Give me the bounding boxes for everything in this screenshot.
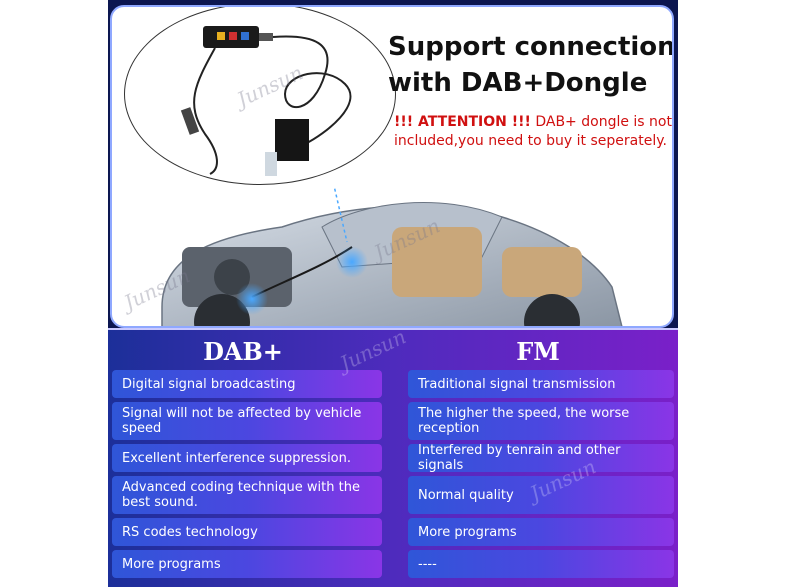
car-cutaway-image (161, 176, 623, 326)
watermark: Junsun (336, 324, 410, 376)
headline-line-1: Support connection (388, 32, 674, 62)
attention-warning: !!! ATTENTION !!! (394, 114, 531, 130)
product-panel: Junsun Support connection with DAB+Dongl… (110, 5, 674, 328)
headline-line-2: with DAB+Dongle (388, 68, 648, 98)
fm-feature-4: Normal quality (408, 476, 674, 514)
antenna-location-marker (236, 283, 268, 315)
fm-feature-5: More programs (408, 518, 674, 546)
antenna-pad (275, 119, 309, 161)
dongle-cable (272, 35, 352, 145)
headline: Support connection with DAB+Dongle (388, 29, 674, 101)
usb-plug (180, 107, 200, 135)
fm-column-title: FM (516, 337, 560, 366)
comparison-table: DAB+ FM Digital signal broadcasting Sign… (108, 324, 678, 587)
car-illustration: Junsun Junsun (120, 176, 672, 326)
dab-feature-1: Digital signal broadcasting (112, 370, 382, 398)
dab-dongle-illustration (180, 26, 352, 176)
seat (392, 227, 482, 297)
dab-feature-2: Signal will not be affected by vehicle s… (112, 402, 382, 440)
fm-feature-6: ---- (408, 550, 674, 578)
dab-column-title: DAB+ (203, 337, 283, 366)
fm-feature-1: Traditional signal transmission (408, 370, 674, 398)
dongle-bubble: Junsun (124, 7, 396, 185)
dab-feature-6: More programs (112, 550, 382, 578)
attention-message: DAB+ dongle is not included,you need to … (394, 114, 672, 149)
table-divider (108, 328, 678, 330)
tuner-location-marker (336, 246, 368, 278)
fm-feature-2: The higher the speed, the worse receptio… (408, 402, 674, 440)
dab-feature-4: Advanced coding technique with the best … (112, 476, 382, 514)
attention-note: !!! ATTENTION !!! DAB+ dongle is not inc… (394, 113, 672, 151)
dab-feature-3: Excellent interference suppression. (112, 444, 382, 472)
fm-feature-3: Interfered by tenrain and other signals (408, 443, 674, 473)
dab-feature-5: RS codes technology (112, 518, 382, 546)
